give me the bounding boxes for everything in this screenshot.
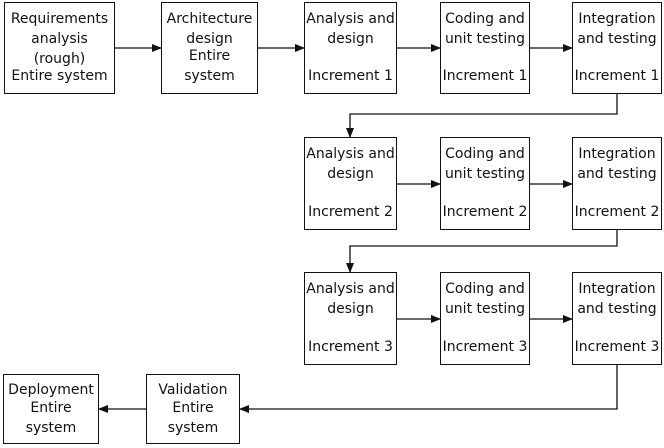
box-analysis-design-2: Analysis and design Increment 2 bbox=[304, 137, 397, 230]
box-title: Integration and testing bbox=[577, 281, 657, 317]
box-scope: Increment 2 bbox=[574, 204, 660, 220]
box-scope: Increment 3 bbox=[574, 339, 660, 355]
box-title: Validation bbox=[158, 382, 228, 398]
box-coding-unit-testing-3: Coding and unit testing Increment 3 bbox=[440, 272, 530, 365]
box-scope: Entire system bbox=[11, 68, 108, 84]
box-coding-unit-testing-2: Coding and unit testing Increment 2 bbox=[440, 137, 530, 230]
box-title: Analysis and design bbox=[306, 146, 395, 182]
box-title: Coding and unit testing bbox=[444, 11, 526, 47]
box-integration-testing-2: Integration and testing Increment 2 bbox=[572, 137, 662, 230]
box-title: Analysis and design bbox=[306, 11, 395, 47]
box-integration-testing-1: Integration and testing Increment 1 bbox=[572, 2, 662, 94]
box-coding-unit-testing-1: Coding and unit testing Increment 1 bbox=[440, 2, 530, 94]
box-title: Architecture design bbox=[166, 11, 253, 47]
box-scope: Increment 3 bbox=[308, 339, 393, 355]
box-architecture-design: Architecture design Entire system bbox=[161, 2, 258, 94]
box-analysis-design-1: Analysis and design Increment 1 bbox=[304, 2, 397, 94]
box-scope: Increment 1 bbox=[442, 68, 528, 84]
box-scope: Entire system bbox=[167, 400, 219, 436]
box-title: Analysis and design bbox=[306, 281, 395, 317]
box-scope: Increment 1 bbox=[574, 68, 660, 84]
arrow-it3-to-val bbox=[239, 365, 618, 413]
box-scope: Entire system bbox=[25, 400, 77, 436]
box-requirements-analysis: Requirements analysis (rough) Entire sys… bbox=[4, 2, 115, 94]
box-deployment: Deployment Entire system bbox=[3, 374, 99, 444]
box-validation: Validation Entire system bbox=[146, 374, 240, 444]
box-integration-testing-3: Integration and testing Increment 3 bbox=[572, 272, 662, 365]
box-scope: Increment 2 bbox=[442, 204, 528, 220]
box-analysis-design-3: Analysis and design Increment 3 bbox=[304, 272, 397, 365]
box-scope: Increment 3 bbox=[442, 339, 528, 355]
box-scope: Increment 1 bbox=[308, 68, 393, 84]
box-title: Requirements analysis (rough) bbox=[10, 11, 109, 67]
arrow-it1-to-ad2 bbox=[346, 94, 618, 138]
box-scope: Increment 2 bbox=[308, 204, 393, 220]
arrow-it2-to-ad3 bbox=[346, 230, 618, 273]
box-title: Coding and unit testing bbox=[444, 281, 526, 317]
box-title: Integration and testing bbox=[577, 11, 657, 47]
box-title: Deployment bbox=[8, 382, 94, 398]
box-scope: Entire system bbox=[184, 48, 235, 84]
box-title: Integration and testing bbox=[577, 146, 657, 182]
box-title: Coding and unit testing bbox=[444, 146, 526, 182]
